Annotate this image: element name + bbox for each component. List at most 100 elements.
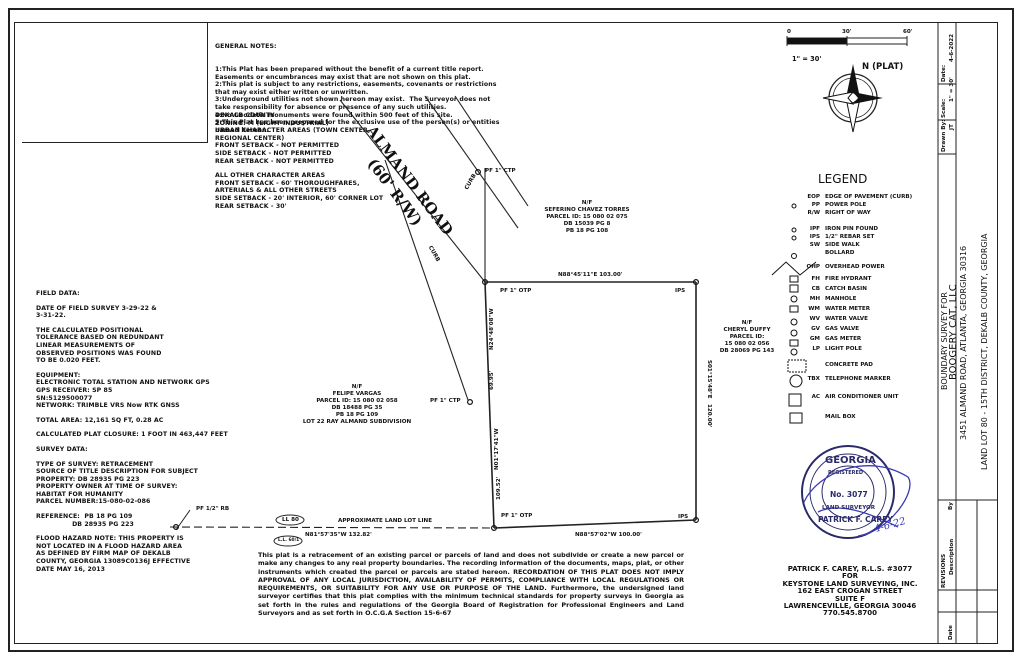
zoning-line: ALL OTHER CHARACTER AREAS [215, 172, 326, 180]
legend-desc: CONCRETE PAD [825, 362, 873, 368]
parcel-line: PB 18 PG 109 [335, 412, 379, 418]
general-notes: GENERAL NOTES: 1:This Plat has been prep… [215, 28, 500, 142]
surveyor-seal-icon [801, 445, 911, 539]
mailbox-icon [789, 412, 803, 424]
tb-date-col: Date [948, 625, 954, 640]
legend-code: IPS [809, 234, 820, 240]
tie-line-bearing: N81°57'35"W 132.82' [305, 532, 372, 538]
scale-ratio: 1" = 30' [792, 55, 822, 63]
water-meter-icon [789, 305, 799, 313]
legend-code: CB [811, 286, 820, 292]
pf-rb-label: PF 1/2" RB [196, 506, 230, 512]
zoning-line: FRONT SETBACK - 60' THOROUGHFARES, [215, 179, 360, 187]
parcel-line: PARCEL ID: 15 080 02 075 [546, 214, 628, 220]
parcel-line: N/F [581, 200, 593, 206]
scale-tick-30: 30' [842, 29, 852, 35]
pf-ctp-label-1: PF 1" CTP [485, 168, 516, 174]
pf-otp-label-1: PF 1" OTP [500, 288, 532, 294]
ac-unit-icon [788, 393, 802, 407]
legend-code: GV [811, 326, 820, 332]
legend-desc: AIR CONDITIONER UNIT [825, 394, 899, 400]
scale-tick-60: 60' [903, 29, 913, 35]
legend-desc: GAS METER [825, 336, 862, 342]
field-data-line: LINEAR MEASUREMENTS OF [36, 341, 136, 349]
zoning-line: ZONING: M (LIGHT INDUSTRIAL) [215, 119, 329, 127]
general-note-line: 1:This Plat has been prepared without th… [215, 65, 484, 73]
general-note-line: 2:This plat is subject to any restrictio… [215, 81, 497, 89]
legend-code: SW [809, 242, 820, 248]
field-data-line: PROPERTY OWNER AT TIME OF SURVEY: [36, 483, 178, 491]
tb-drawn: JT [949, 124, 955, 130]
seal-state: GEORGIA [825, 455, 876, 466]
legend-code: IPF [809, 226, 820, 232]
title-block-lines [937, 22, 998, 644]
legend-desc: 1/2" REBAR SET [825, 234, 875, 240]
legend-desc: CATCH BASIN [825, 286, 867, 292]
tb-scale: 1" = 30' [949, 77, 955, 102]
rebar-icon [791, 235, 797, 241]
tb-land-lot: LAND LOT 80 - 15TH DISTRICT, DEKALB COUN… [980, 233, 989, 470]
parcel-line: SEFERINO CHAVEZ TORRES [544, 207, 630, 213]
ll-marker [275, 514, 305, 526]
road-line-east [454, 95, 529, 207]
legend-title: LEGEND [818, 172, 868, 186]
pf-rb-marker [173, 523, 180, 530]
general-note-line: take responsibility for absence or prese… [215, 103, 447, 111]
field-data-line: CALCULATED PLAT CLOSURE: 1 FOOT IN 463,4… [36, 431, 228, 439]
parcel-line: DB 28069 PG 143 [719, 348, 775, 354]
field-data-line: FIELD DATA: [36, 290, 80, 297]
parcel-line: PB 18 PG 108 [565, 228, 609, 234]
legend-code: WV [809, 316, 821, 322]
legend-item: BOLLARD [800, 250, 854, 256]
field-data-line: 3-31-22. [36, 312, 66, 320]
legend-desc: TELEPHONE MARKER [825, 376, 891, 382]
tb-client: BOOGERY CAT, LLC [948, 284, 959, 380]
legend-desc: LIGHT POLE [825, 346, 862, 352]
tb-by: By [948, 502, 954, 510]
north-line-bearing: N88°45'11"E 103.00' [558, 272, 623, 278]
zoning-line: DEKALB COUNTY [215, 112, 275, 119]
legend-symbols [771, 203, 817, 424]
east-side-bearing: S01°15'48"E [706, 360, 712, 399]
north-arrow-label: N (PLAT) [862, 62, 904, 72]
legend-item: GV GAS VALVE [800, 326, 859, 332]
legend-code: R/W [807, 210, 820, 216]
legend-desc: GAS VALVE [825, 326, 860, 332]
parcel-line: DB 15039 PG 8 [563, 221, 611, 227]
field-data-line: HABITAT FOR HUMANITY [36, 490, 124, 498]
surveyor-line: 770.545.8700 [822, 609, 878, 618]
tb-date: 4-6-2022 [949, 34, 955, 62]
zoning-line: SIDE SETBACK - 20' INTERIOR, 60' CORNER … [215, 194, 384, 202]
seal-land-surveyor: LAND SURVEYOR [822, 505, 876, 511]
field-data-line: COUNTY, GEORGIA 13089C0136J EFFECTIVE [36, 558, 191, 566]
drawing-border [14, 22, 998, 644]
zoning-line: SIDE SETBACK - NOT PERMITTED [215, 149, 332, 157]
field-data-line: THE CALCULATED POSITIONAL [36, 326, 144, 334]
field-data-line: TYPE OF SURVEY: RETRACEMENT [36, 460, 154, 468]
seal-name: PATRICK F. CAREY [818, 515, 893, 524]
legend-code: EOP [807, 194, 820, 200]
manhole-icon [790, 295, 798, 303]
parcel-line: PARCEL ID: 15 080 02 058 [316, 398, 398, 404]
legend-item: CB CATCH BASIN [800, 286, 867, 292]
legend-code: WM [808, 306, 820, 312]
surveyor-line: 162 EAST CROGAN STREET [797, 587, 903, 596]
parcel-line: LOT 22 RAY ALMAND SUBDIVISION [302, 419, 412, 425]
blank-box [22, 22, 208, 143]
bollard-icon [791, 253, 797, 259]
general-note-line: 5:This Plat has been prepared for the ex… [215, 119, 500, 127]
legend-code: MH [809, 296, 820, 302]
telephone-marker-icon [789, 374, 803, 388]
legend-desc: FIRE HYDRANT [825, 276, 872, 282]
parcel-line: DB 18488 PG 35 [331, 405, 383, 411]
